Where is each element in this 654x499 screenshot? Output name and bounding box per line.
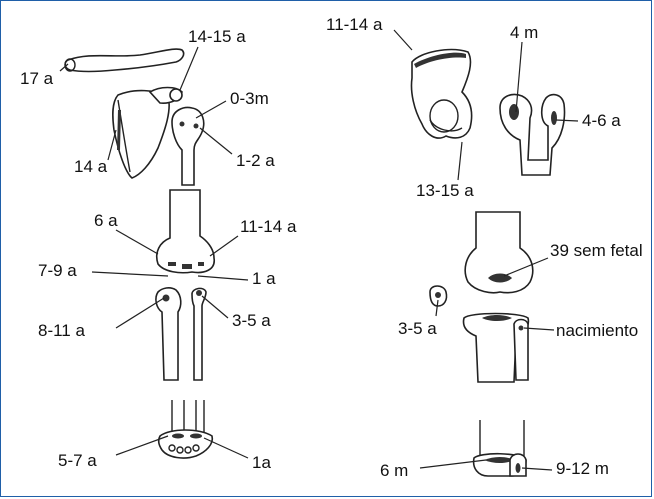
knee-drawing — [430, 212, 533, 382]
scapula-drawing — [113, 88, 182, 179]
label-olecranon: 8-11 a — [38, 322, 85, 340]
label-distal-fibula: 9-12 m — [556, 460, 609, 478]
proximal-humerus-drawing — [172, 108, 204, 185]
label-radial-head: 3-5 a — [232, 312, 271, 330]
ankle-drawing — [474, 420, 526, 476]
label-proximal-tibia: nacimiento — [556, 322, 638, 340]
label-scapula-border: 14 a — [74, 158, 107, 176]
label-distal-tibia: 6 m — [380, 462, 408, 480]
label-capitellum: 1 a — [252, 270, 276, 288]
label-patella: 3-5 a — [398, 320, 437, 338]
label-distal-femur: 39 sem fetal — [550, 242, 643, 260]
label-humeral-head: 0-3m — [230, 90, 269, 108]
label-clavicle: 17 a — [20, 70, 53, 88]
clavicle-drawing — [65, 49, 184, 71]
label-acromion: 14-15 a — [188, 28, 246, 46]
label-wrist-right: 1a — [252, 454, 271, 472]
label-wrist-left: 5-7 a — [58, 452, 97, 470]
label-lateral-epicondyle: 11-14 a — [240, 218, 296, 236]
label-iliac-crest: 11-14 a — [326, 16, 382, 34]
label-humeral-tuberosity: 1-2 a — [236, 152, 275, 170]
elbow-drawing — [156, 190, 214, 380]
label-medial-epicondyle: 6 a — [94, 212, 118, 230]
hip-drawing — [411, 50, 471, 138]
label-trochlea: 7-9 a — [38, 262, 77, 280]
proximal-femur-drawing — [500, 95, 565, 176]
label-femoral-head: 4 m — [510, 24, 538, 42]
label-greater-trochanter: 4-6 a — [582, 112, 621, 130]
label-ischial: 13-15 a — [416, 182, 474, 200]
wrist-drawing — [159, 400, 213, 458]
